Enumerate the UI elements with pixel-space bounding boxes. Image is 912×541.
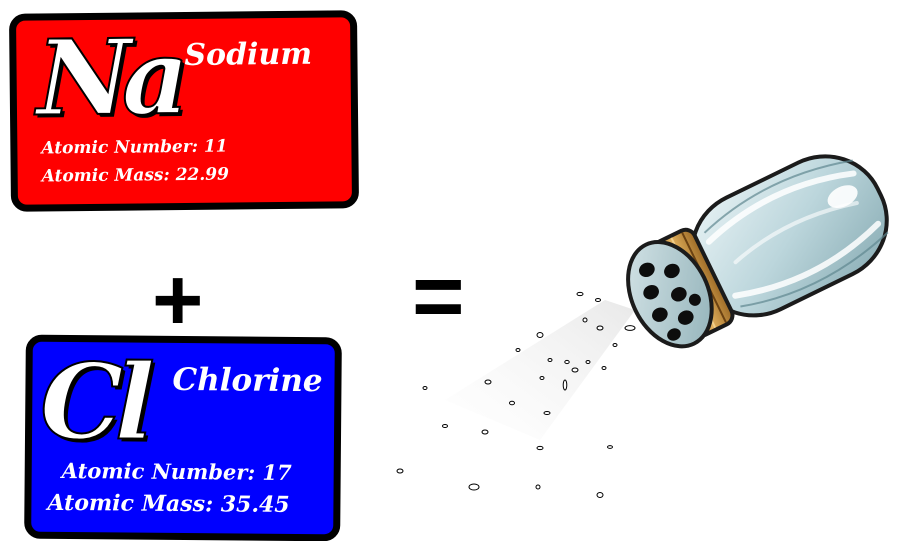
sodium-atomic-mass: Atomic Mass: 22.99 [41,164,229,187]
sodium-element-card: Na Sodium Atomic Number: 11 Atomic Mass:… [8,10,360,212]
chlorine-name: Chlorine [172,361,323,400]
chlorine-symbol: Cl [39,339,148,465]
sodium-atomic-number: Atomic Number: 11 [41,136,228,159]
salt-grains [396,291,636,498]
salt-shaker-icon [396,154,889,498]
shaker-cap [626,240,714,349]
sodium-symbol: Na [35,14,181,140]
chlorine-element-card: Cl Chlorine Atomic Number: 17 Atomic Mas… [24,334,342,541]
sodium-name: Sodium [184,36,313,73]
shaker-holes [639,262,701,341]
salt-stream [445,300,635,440]
shaker-glass-body [690,154,889,318]
plus-sign: + [152,250,204,349]
chlorine-atomic-mass: Atomic Mass: 35.45 [47,489,290,518]
equals-sign: = [412,247,465,347]
chlorine-atomic-number: Atomic Number: 17 [61,457,292,485]
